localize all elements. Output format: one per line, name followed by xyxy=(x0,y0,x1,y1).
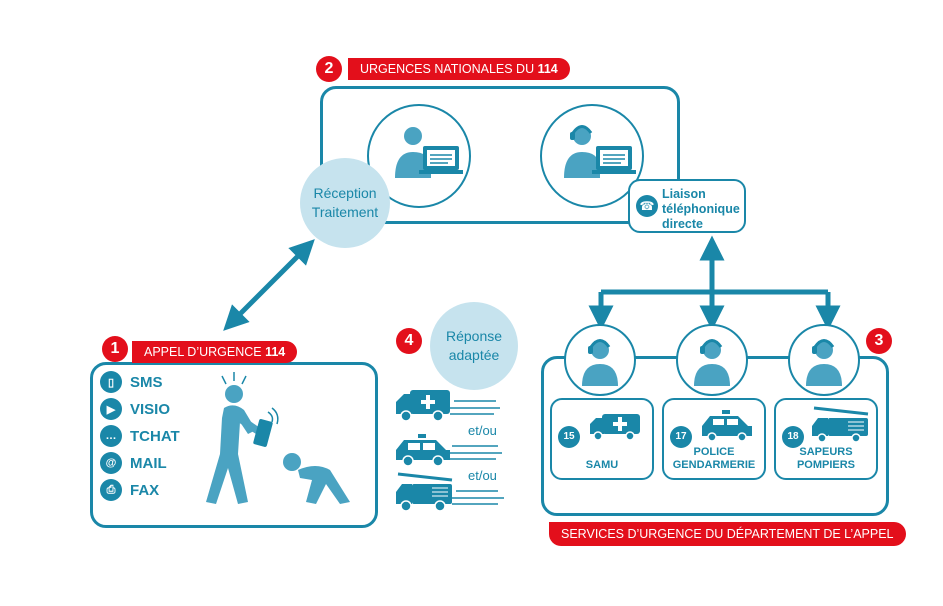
step-2-number: 2 xyxy=(316,56,342,82)
police-car-icon xyxy=(702,410,752,442)
channel-tchat-label: TCHAT xyxy=(130,427,180,445)
channel-visio: ▶ VISIO xyxy=(100,397,170,421)
service-number: 17 xyxy=(670,426,692,448)
operator-headset-circle xyxy=(540,104,644,208)
channel-visio-label: VISIO xyxy=(130,400,171,418)
connector-2: et/ou xyxy=(468,468,497,483)
reception-line2: Traitement xyxy=(311,204,379,220)
service-number: 15 xyxy=(558,426,580,448)
channel-mail: @ MAIL xyxy=(100,451,167,475)
service-line1: POLICE xyxy=(693,445,735,458)
video-icon: ▶ xyxy=(100,398,122,420)
fire-truck-icon xyxy=(396,472,453,512)
reception-line1: Réception xyxy=(313,185,377,202)
operator-computer-icon xyxy=(395,127,463,178)
service-line1: SAMU xyxy=(585,458,619,471)
liaison-distribution-arrows xyxy=(588,235,841,331)
headset-operator-icon xyxy=(582,339,618,386)
sms-icon: ▯ xyxy=(100,371,122,393)
step-3-label: SERVICES D’URGENCE DU DÉPARTEMENT DE L’A… xyxy=(549,522,906,546)
response-line2: adaptée xyxy=(448,347,500,363)
step-4-number: 4 xyxy=(396,328,422,354)
fire-truck-icon xyxy=(812,406,869,443)
liaison-line1: Liaison xyxy=(662,187,706,201)
headset-operator-icon xyxy=(694,339,730,386)
police-operator-circle xyxy=(676,324,748,396)
call-reception-arrow xyxy=(223,239,315,331)
samu-operator-circle xyxy=(564,324,636,396)
police-car-icon xyxy=(396,434,450,467)
phone-icon: ☎ xyxy=(636,195,658,217)
channel-sms: ▯ SMS xyxy=(100,370,163,394)
channel-fax-label: FAX xyxy=(130,481,160,499)
service-line1: SAPEURS xyxy=(799,445,853,458)
service-line2: GENDARMERIE xyxy=(672,458,756,471)
service-samu: 15 SAMU xyxy=(550,398,654,480)
step-3-number: 3 xyxy=(866,328,892,354)
channel-mail-label: MAIL xyxy=(130,454,167,472)
response-line1: Réponse xyxy=(445,328,503,345)
operator-headset-icon xyxy=(564,125,636,178)
step-1-label: APPEL D’URGENCE 114 xyxy=(132,341,298,363)
service-line2: POMPIERS xyxy=(796,458,856,471)
liaison-line3: directe xyxy=(662,217,703,231)
service-number: 18 xyxy=(782,426,804,448)
ambulance-icon xyxy=(590,414,640,441)
liaison-line2: téléphonique xyxy=(662,202,740,216)
response-bubble: Réponse adaptée xyxy=(430,302,518,390)
channel-tchat: … TCHAT xyxy=(100,424,180,448)
at-icon: @ xyxy=(100,452,122,474)
pompiers-operator-circle xyxy=(788,324,860,396)
step-2-label: URGENCES NATIONALES DU 114 xyxy=(348,58,570,80)
connector-1: et/ou xyxy=(468,423,497,438)
step-1-number: 1 xyxy=(102,336,128,362)
channel-sms-label: SMS xyxy=(130,373,163,391)
caller-helping-person-illustration xyxy=(206,372,350,504)
fax-icon: ⎙ xyxy=(100,479,122,501)
response-speed-lines xyxy=(444,400,504,505)
channel-fax: ⎙ FAX xyxy=(100,478,159,502)
ambulance-icon xyxy=(396,390,450,422)
chat-icon: … xyxy=(100,425,122,447)
headset-operator-icon xyxy=(806,339,842,386)
